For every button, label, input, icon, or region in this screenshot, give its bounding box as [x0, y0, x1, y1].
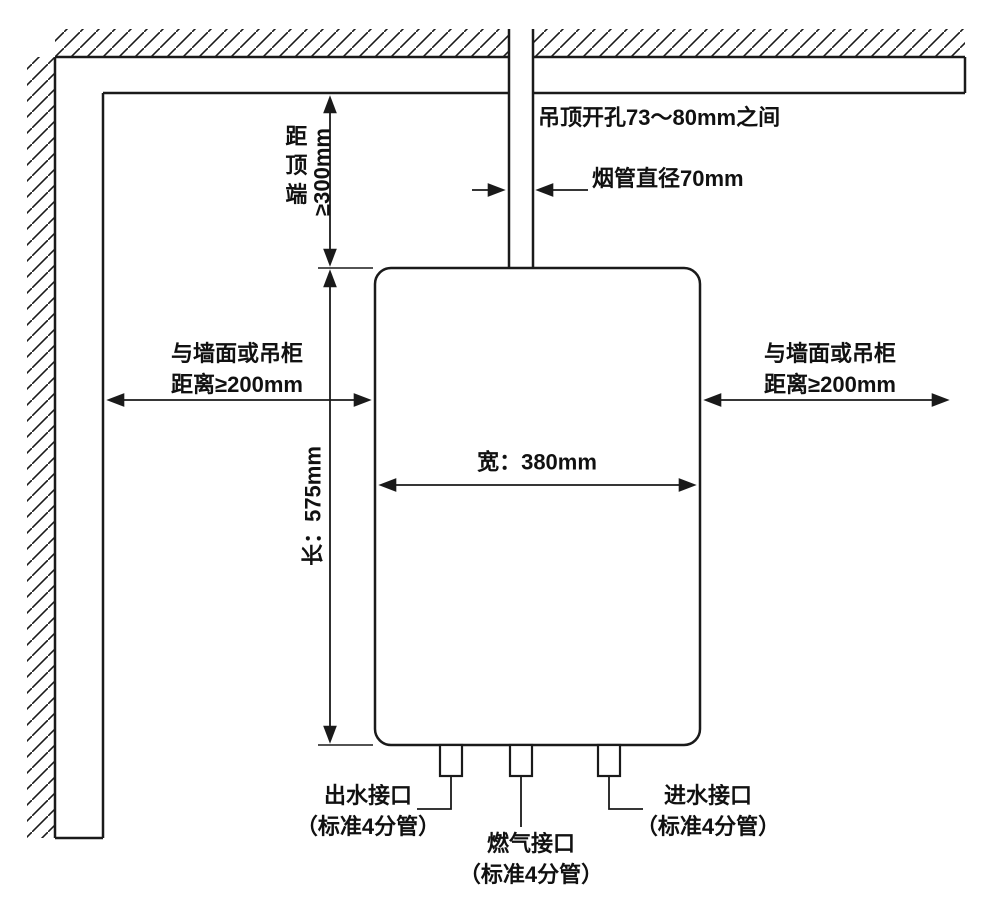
right-clearance-label: 与墙面或吊柜 距离≥200mm	[764, 339, 896, 401]
outlet-label-line2: （标准4分管）	[295, 814, 441, 839]
heater-body	[373, 266, 702, 747]
outlet-stub	[438, 743, 464, 778]
inlet-label-line2: （标准4分管）	[635, 814, 781, 839]
gas-connection-label: 燃气接口 （标准4分管）	[459, 829, 603, 891]
left-clearance-line1: 与墙面或吊柜	[170, 341, 304, 367]
connection-stubs	[438, 743, 622, 778]
height-dimension-label: 长：575mm	[300, 446, 326, 566]
inlet-connection-label: 进水接口 （标准4分管）	[636, 781, 780, 843]
outlet-connection-label: 出水接口 （标准4分管）	[296, 781, 440, 843]
wall-hatch	[27, 57, 55, 838]
inlet-leader	[608, 777, 643, 810]
outlet-label-line1: 出水接口	[323, 783, 412, 809]
gas-stub	[508, 743, 534, 778]
left-clearance-line2: 距离≥200mm	[171, 372, 303, 397]
left-wall	[53, 57, 105, 840]
top-clearance-value: ≥300mm	[309, 128, 335, 216]
right-clearance-line2: 距离≥200mm	[764, 372, 896, 397]
inlet-stub	[596, 743, 622, 778]
right-clearance-line1: 与墙面或吊柜	[763, 341, 897, 367]
outlet-leader	[417, 777, 452, 810]
flue-pipe	[507, 28, 535, 268]
top-clearance-label: 距顶端	[282, 124, 308, 212]
gas-label-line2: （标准4分管）	[458, 862, 604, 887]
left-clearance-label: 与墙面或吊柜 距离≥200mm	[171, 339, 303, 401]
leader-lines	[417, 777, 643, 827]
gas-label-line1: 燃气接口	[486, 831, 575, 857]
flue-diameter-label: 烟管直径70mm	[592, 166, 744, 191]
width-dimension-label: 宽：380mm	[477, 449, 597, 475]
inlet-label-line1: 进水接口	[663, 783, 752, 809]
ceiling-hole-label: 吊顶开孔73～80mm之间	[538, 105, 781, 130]
extension-lines	[318, 267, 373, 746]
dimension-lines	[106, 95, 950, 744]
